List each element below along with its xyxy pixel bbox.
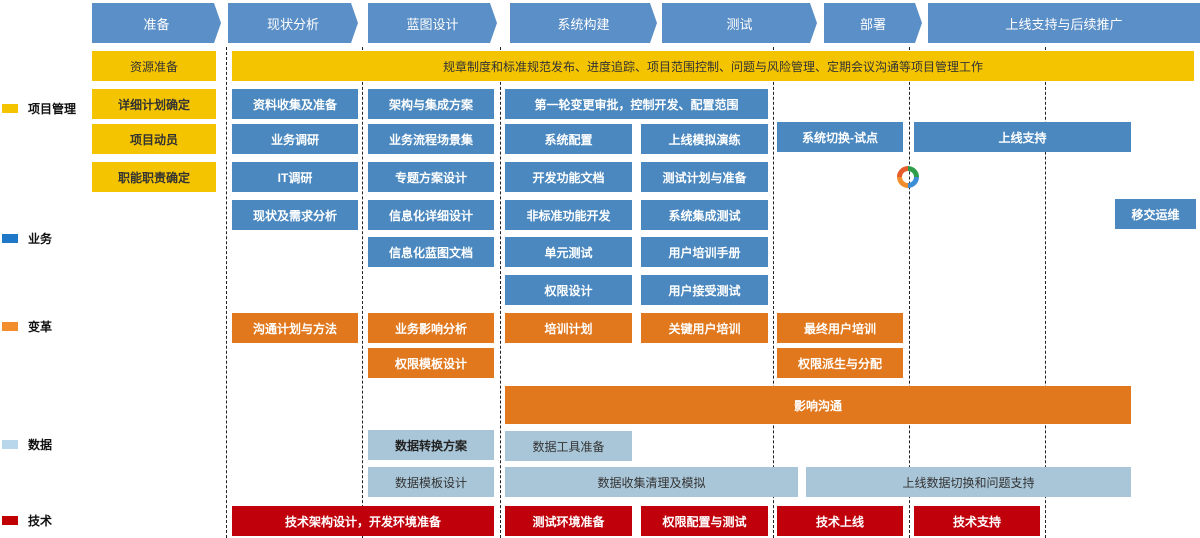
- phase-blueprint: 蓝图设计: [368, 3, 497, 43]
- biz-nonstd: 非标准功能开发: [505, 200, 632, 230]
- tech-test-env: 测试环境准备: [505, 506, 632, 536]
- biz-golive-support: 上线支持: [914, 122, 1131, 152]
- tech-auth-config: 权限配置与测试: [641, 506, 768, 536]
- phase-divider: [362, 47, 363, 538]
- biz-topic: 专题方案设计: [368, 162, 494, 192]
- phase-divider: [500, 47, 501, 538]
- chg-impact-comm: 影响沟通: [505, 386, 1131, 424]
- biz-integration-test: 系统集成测试: [641, 200, 768, 230]
- biz-func-doc: 开发功能文档: [505, 162, 632, 192]
- legend-swatch-business: [2, 234, 18, 243]
- biz-process: 业务流程场景集: [368, 124, 494, 154]
- pm-detail-plan: 详细计划确定: [92, 89, 216, 119]
- phase-golive-support: 上线支持与后续推广: [928, 3, 1200, 43]
- legend-swatch-pm: [2, 104, 18, 113]
- biz-current-needs: 现状及需求分析: [232, 200, 358, 230]
- legend-swatch-tech: [2, 516, 18, 525]
- biz-uat: 用户接受测试: [641, 275, 768, 305]
- phase-test: 测试: [662, 3, 817, 43]
- biz-unit-test: 单元测试: [505, 237, 632, 267]
- tech-support: 技术支持: [914, 506, 1040, 536]
- biz-cutover-pilot: 系统切换-试点: [777, 122, 903, 152]
- phase-current-analysis: 现状分析: [228, 3, 358, 43]
- biz-handover: 移交运维: [1115, 199, 1196, 229]
- phase-divider: [226, 47, 227, 538]
- chg-impact: 业务影响分析: [368, 313, 494, 343]
- biz-info-detail: 信息化详细设计: [368, 200, 494, 230]
- biz-collect: 资料收集及准备: [232, 89, 358, 119]
- legend-label-tech: 技术: [28, 514, 53, 528]
- legend-label-change: 变革: [28, 320, 53, 334]
- biz-it-survey: IT调研: [232, 162, 358, 192]
- phase-divider: [773, 47, 774, 538]
- tech-arch-env: 技术架构设计，开发环境准备: [232, 506, 494, 536]
- tech-golive: 技术上线: [777, 506, 903, 536]
- biz-training-manual: 用户培训手册: [641, 237, 768, 267]
- chg-train-plan: 培训计划: [505, 313, 632, 343]
- phase-divider: [909, 47, 910, 538]
- chg-end-user-train: 最终用户培训: [777, 313, 903, 343]
- legend-label-pm: 项目管理: [28, 102, 77, 116]
- biz-golive-drill: 上线模拟演练: [641, 124, 768, 154]
- phase-prep: 准备: [92, 3, 221, 43]
- chg-auth-template: 权限模板设计: [368, 348, 494, 378]
- data-collect-clean: 数据收集清理及模拟: [505, 467, 798, 497]
- pm-roles: 职能职责确定: [92, 162, 216, 192]
- biz-sys-config: 系统配置: [505, 124, 632, 154]
- legend-swatch-change: [2, 322, 18, 331]
- biz-arch: 架构与集成方案: [368, 89, 494, 119]
- pm-resource-prep: 资源准备: [92, 51, 216, 81]
- legend-label-data: 数据: [28, 438, 53, 452]
- phase-divider: [1045, 47, 1046, 538]
- legend-label-business: 业务: [28, 232, 53, 246]
- phase-build: 系统构建: [510, 3, 657, 43]
- biz-auth-design: 权限设计: [505, 275, 632, 305]
- phase-deploy: 部署: [824, 3, 922, 43]
- biz-test-plan: 测试计划与准备: [641, 162, 768, 192]
- chg-auth-derive: 权限派生与分配: [777, 348, 903, 378]
- pm-kickoff: 项目动员: [92, 124, 216, 154]
- chg-key-user-train: 关键用户培训: [641, 313, 768, 343]
- cycle-arrows-icon: [897, 166, 919, 188]
- data-template: 数据模板设计: [368, 467, 494, 497]
- chg-comm-plan: 沟通计划与方法: [232, 313, 358, 343]
- biz-survey: 业务调研: [232, 124, 358, 154]
- legend-swatch-data: [2, 440, 18, 449]
- data-cutover: 上线数据切换和问题支持: [806, 467, 1131, 497]
- data-conversion: 数据转换方案: [368, 430, 494, 460]
- data-tool-prep: 数据工具准备: [505, 431, 632, 461]
- biz-change-review: 第一轮变更审批，控制开发、配置范围: [505, 89, 768, 119]
- biz-blueprint-doc: 信息化蓝图文档: [368, 237, 494, 267]
- pm-banner: 规章制度和标准规范发布、进度追踪、项目范围控制、问题与风险管理、定期会议沟通等项…: [232, 51, 1194, 81]
